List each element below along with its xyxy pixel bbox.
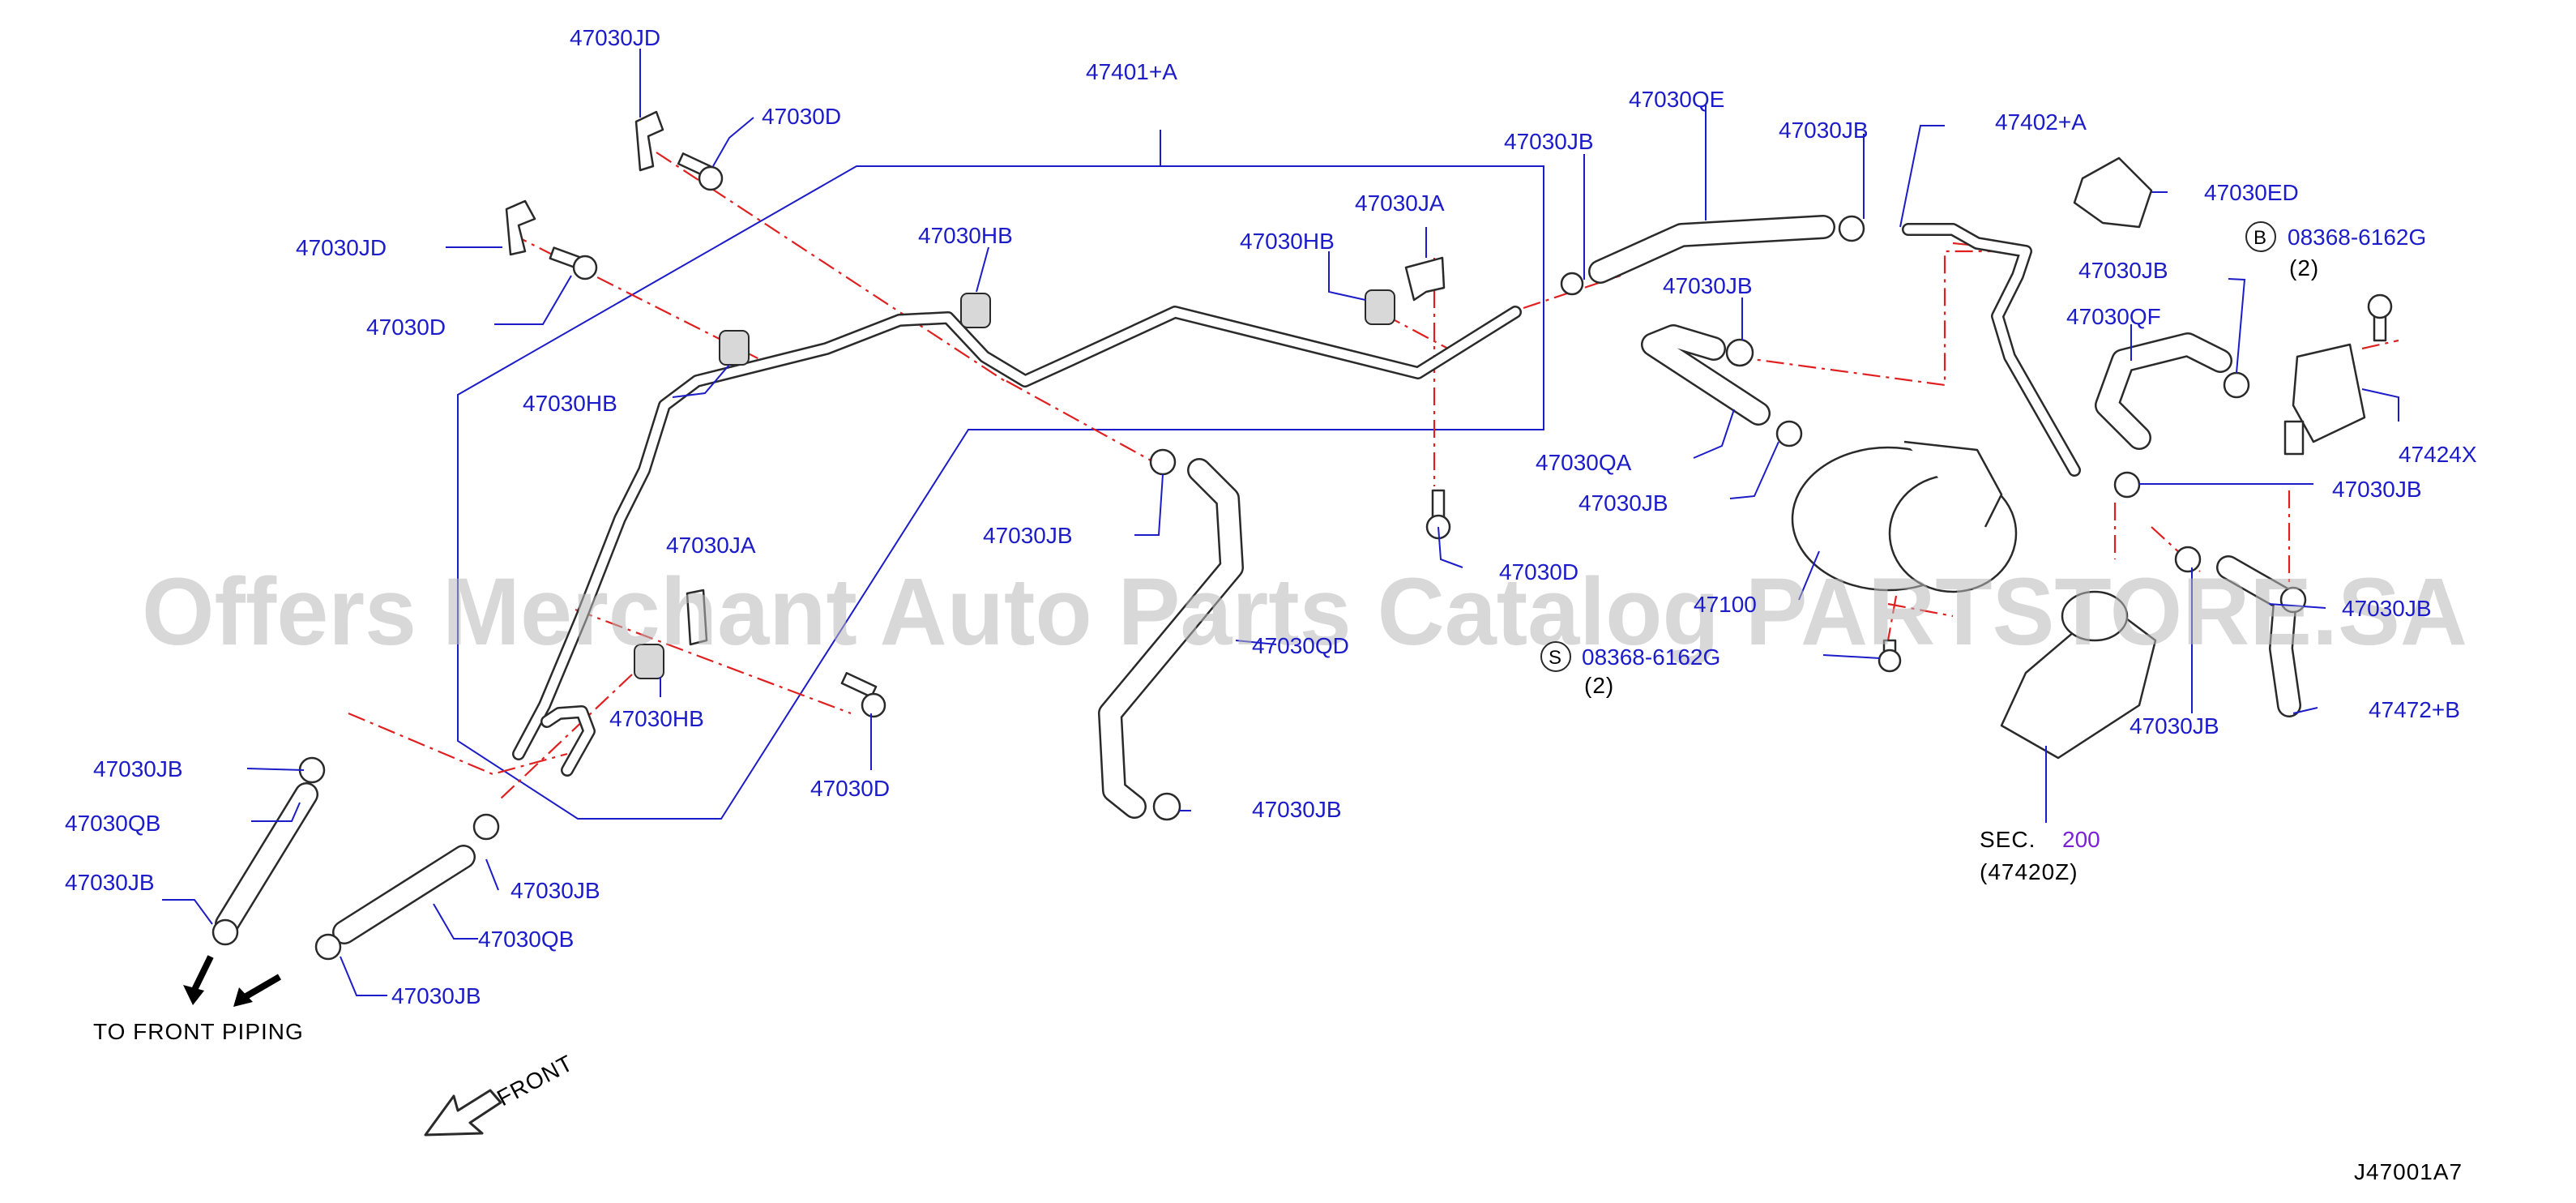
sec-subassembly: (47420Z) <box>1980 859 2078 884</box>
front-direction-label: FRONT <box>493 1050 577 1111</box>
label-47030jb-canister: 47030JB <box>2130 713 2219 738</box>
label-47030qb-mid: 47030QB <box>478 927 574 952</box>
label-47030jb-upper: 47030JB <box>1504 129 1594 154</box>
label-47030qd: 47030QD <box>1252 633 1349 658</box>
label-47472b: 47472+B <box>2369 697 2460 722</box>
label-47030jb-center: 47030JB <box>983 523 1073 548</box>
label-08368-6162g-b: 08368-6162G <box>2288 225 2426 250</box>
to-front-piping-note: TO FRONT PIPING <box>93 1019 304 1044</box>
label-47030d-lower: 47030D <box>810 776 890 801</box>
circle-b-letter: B <box>2253 227 2266 249</box>
label-47030jb-bottom-hose: 47030JB <box>1252 797 1342 822</box>
label-47030qe: 47030QE <box>1629 87 1724 112</box>
metal-pipe-47401 <box>512 306 1522 777</box>
label-47030jb-right-edge: 47030JB <box>2342 596 2432 621</box>
label-47030jb-mid-lower: 47030JB <box>511 878 600 903</box>
circle-s-letter: S <box>1549 647 1561 669</box>
label-47030ed: 47030ED <box>2204 180 2299 205</box>
label-47402a: 47402+A <box>1995 109 2087 135</box>
label-47030hb-center: 47030HB <box>1240 229 1335 254</box>
label-47030jb-lower: 47030JB <box>391 983 481 1008</box>
label-leaders <box>162 49 2399 996</box>
label-47030jd-top: 47030JD <box>570 25 660 50</box>
label-47030ja-top: 47030JA <box>1355 191 1445 216</box>
label-s-qty: (2) <box>1584 673 1614 698</box>
label-47030jb-mid-right: 47030JB <box>2078 258 2168 283</box>
label-47030jb-upper2: 47030JB <box>1779 118 1869 143</box>
label-47030jb-qa: 47030JB <box>1578 490 1668 516</box>
sec-number-link[interactable]: 200 <box>2062 827 2100 852</box>
label-47030hb-left: 47030HB <box>523 391 617 416</box>
diagram-id: J47001A7 <box>2354 1159 2463 1184</box>
label-47030jb-far-right: 47030JB <box>2332 477 2422 502</box>
label-b-qty: (2) <box>2289 255 2319 280</box>
label-47030qf: 47030QF <box>2066 304 2161 329</box>
label-47401a: 47401+A <box>1086 59 1177 84</box>
label-47424x: 47424X <box>2399 442 2477 467</box>
label-47030d-left: 47030D <box>366 315 446 340</box>
label-47030d-center: 47030D <box>1499 559 1578 584</box>
label-47030hb-lower: 47030HB <box>609 706 704 731</box>
label-47100: 47100 <box>1694 592 1757 617</box>
label-47030jd-left: 47030JD <box>296 235 387 260</box>
label-47030jb-left2: 47030JB <box>65 870 155 895</box>
label-47030jb-hose: 47030JB <box>1663 273 1753 298</box>
watermark-text: Offers Merchant Auto Parts Catalog PARTS… <box>142 559 2467 666</box>
callout-outline-47401 <box>457 130 1544 820</box>
label-47030d-top: 47030D <box>762 104 841 129</box>
front-direction-arrow <box>424 1089 502 1137</box>
bolt-b-callout: B 08368-6162G (2) <box>2245 221 2426 280</box>
sec-prefix: SEC. <box>1980 827 2036 852</box>
label-47030jb-left1: 47030JB <box>93 756 183 781</box>
label-47030qa: 47030QA <box>1536 450 1632 475</box>
label-08368-6162g-s: 08368-6162G <box>1582 644 1720 670</box>
metal-pipe-47402 <box>1902 223 2081 477</box>
section-reference: SEC. 200 (47420Z) <box>1980 827 2100 884</box>
label-47030ja-lower: 47030JA <box>666 533 756 558</box>
label-47030qb-left: 47030QB <box>65 811 160 836</box>
rubber-hoses <box>215 215 2301 944</box>
label-47030hb-mid: 47030HB <box>918 223 1013 248</box>
bolt-s-callout: S 08368-6162G (2) <box>1540 641 1720 698</box>
